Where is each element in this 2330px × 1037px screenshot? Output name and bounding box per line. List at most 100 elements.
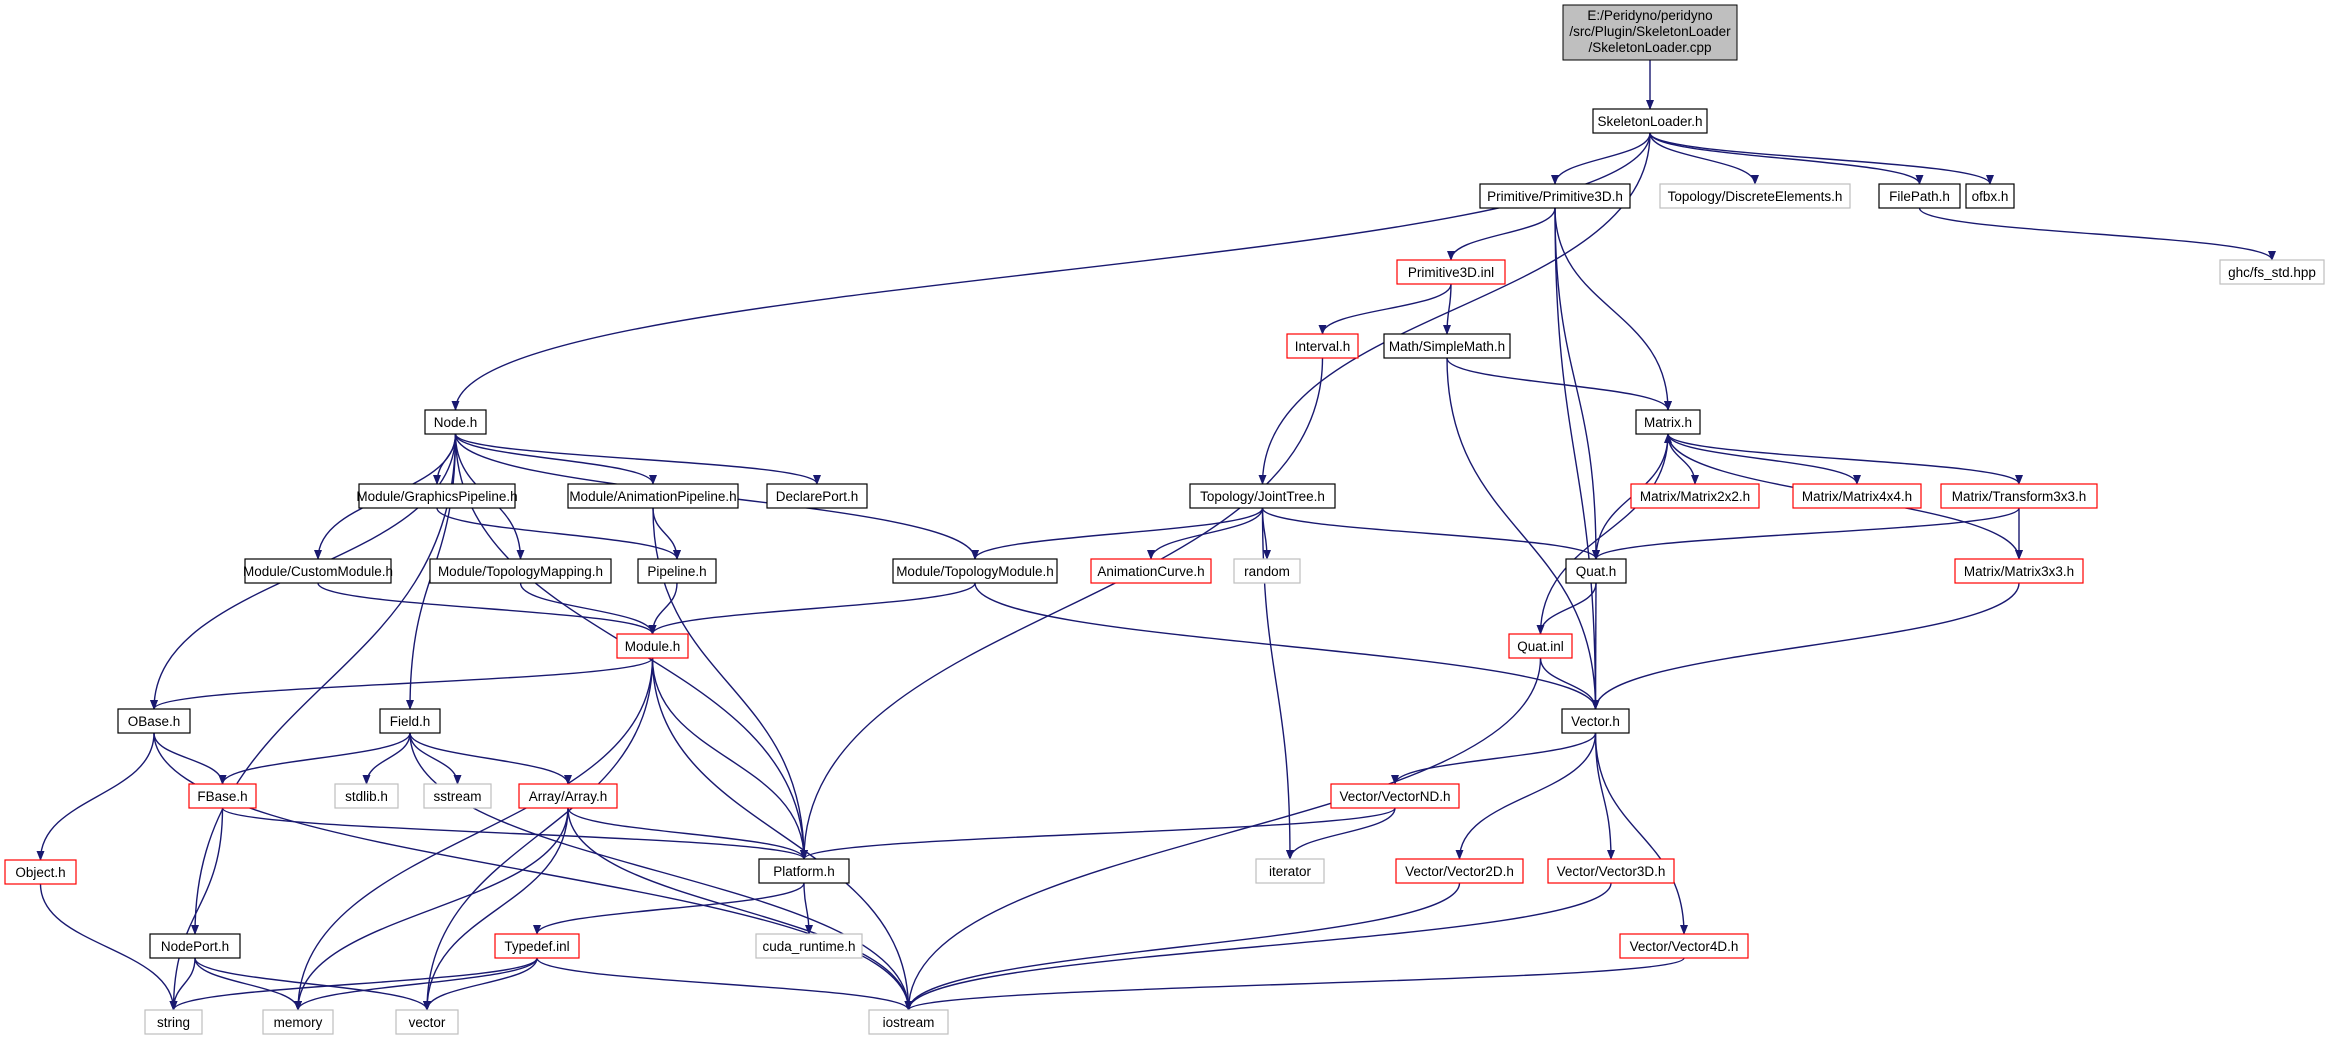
- node-topologymapping-h[interactable]: Module/TopologyMapping.h: [429, 558, 612, 584]
- edge-node-h-to-nodeport-h: [191, 433, 457, 935]
- node-matrix3x3-h-box[interactable]: [1954, 558, 2084, 584]
- node-nodeport-h-box[interactable]: [149, 933, 241, 959]
- edge-primitive3d-h-to-quat-h: [1554, 207, 1600, 560]
- node-vectornd-h[interactable]: Vector/VectorND.h: [1330, 783, 1460, 809]
- node-matrix-h-box[interactable]: [1635, 409, 1701, 435]
- node-matrix2x2-h-box[interactable]: [1630, 483, 1760, 509]
- node-obase-h-label: OBase.h: [128, 714, 181, 729]
- node-ofbx-h-box[interactable]: [1965, 183, 2015, 209]
- node-declareport-h[interactable]: DeclarePort.h: [766, 483, 868, 509]
- node-interval-h[interactable]: Interval.h: [1286, 333, 1359, 359]
- node-module-h[interactable]: Module.h: [616, 633, 689, 659]
- edge-custommodule-h-to-module-h: [317, 582, 657, 635]
- node-graphicspipeline-h-box[interactable]: [358, 483, 516, 509]
- node-vector4d-h-box[interactable]: [1619, 933, 1749, 959]
- node-quat-inl-label: Quat.inl: [1517, 639, 1564, 654]
- edge-nodeport-h-to-string: [169, 957, 196, 1011]
- edge-interval-h-to-platform-h: [800, 357, 1324, 860]
- node-primitive3d-inl-label: Primitive3D.inl: [1408, 265, 1494, 280]
- edge-quat-h-to-quat-inl: [1536, 582, 1597, 635]
- node-node-h-box[interactable]: [424, 409, 487, 435]
- node-ofbx-h[interactable]: ofbx.h: [1965, 183, 2015, 209]
- node-custommodule-h[interactable]: Module/CustomModule.h: [243, 558, 393, 584]
- node-root-label-line-2: /src/Plugin/SkeletonLoader: [1569, 24, 1731, 39]
- node-animationpipeline-h-label: Module/AnimationPipeline.h: [569, 489, 736, 504]
- node-declareport-h-box[interactable]: [766, 483, 868, 509]
- node-skeletonloader-h[interactable]: SkeletonLoader.h: [1592, 108, 1708, 134]
- node-filepath-h[interactable]: FilePath.h: [1878, 183, 1961, 209]
- node-field-h[interactable]: Field.h: [379, 708, 441, 734]
- node-node-h[interactable]: Node.h: [424, 409, 487, 435]
- node-vector4d-h[interactable]: Vector/Vector4D.h: [1619, 933, 1749, 959]
- node-stdlib-h-label: stdlib.h: [345, 789, 388, 804]
- node-stdlib-h: stdlib.h: [334, 783, 399, 809]
- node-platform-h[interactable]: Platform.h: [758, 858, 850, 884]
- node-vectornd-h-box[interactable]: [1330, 783, 1460, 809]
- node-pipeline-h[interactable]: Pipeline.h: [637, 558, 717, 584]
- node-primitive3d-inl-box[interactable]: [1396, 259, 1506, 285]
- node-vector3d-h[interactable]: Vector/Vector3D.h: [1547, 858, 1675, 884]
- node-matrix-h[interactable]: Matrix.h: [1635, 409, 1701, 435]
- node-primitive3d-h[interactable]: Primitive/Primitive3D.h: [1479, 183, 1631, 209]
- node-typedef-inl[interactable]: Typedef.inl: [494, 933, 580, 959]
- node-topologymodule-h-box[interactable]: [892, 558, 1058, 584]
- node-matrix2x2-h[interactable]: Matrix/Matrix2x2.h: [1630, 483, 1760, 509]
- node-simplemath-h[interactable]: Math/SimpleMath.h: [1383, 333, 1511, 359]
- node-jointtree-h-label: Topology/JointTree.h: [1200, 489, 1325, 504]
- node-matrix3x3-h[interactable]: Matrix/Matrix3x3.h: [1954, 558, 2084, 584]
- node-matrix4x4-h[interactable]: Matrix/Matrix4x4.h: [1792, 483, 1922, 509]
- node-pipeline-h-box[interactable]: [637, 558, 717, 584]
- edge-typedef-inl-to-string: [169, 957, 538, 1011]
- node-typedef-inl-box[interactable]: [494, 933, 580, 959]
- node-transform3x3-h-box[interactable]: [1940, 483, 2098, 509]
- node-vector-h-box[interactable]: [1561, 708, 1630, 734]
- node-topologymapping-h-box[interactable]: [429, 558, 612, 584]
- node-animationcurve-h-box[interactable]: [1090, 558, 1212, 584]
- node-animationpipeline-h[interactable]: Module/AnimationPipeline.h: [567, 483, 739, 509]
- node-object-h[interactable]: Object.h: [4, 859, 77, 885]
- edge-module-h-to-iostream: [651, 657, 913, 1011]
- node-quat-h-box[interactable]: [1565, 558, 1627, 584]
- node-vector2d-h-box[interactable]: [1395, 858, 1524, 884]
- node-interval-h-box[interactable]: [1286, 333, 1359, 359]
- node-fbase-h[interactable]: FBase.h: [188, 783, 257, 809]
- edge-vector4d-h-to-iostream: [904, 957, 1685, 1011]
- node-skeletonloader-h-box[interactable]: [1592, 108, 1708, 134]
- node-graphicspipeline-h[interactable]: Module/GraphicsPipeline.h: [356, 483, 518, 509]
- node-primitive3d-inl[interactable]: Primitive3D.inl: [1396, 259, 1506, 285]
- node-animationpipeline-h-box[interactable]: [567, 483, 739, 509]
- node-primitive3d-h-box[interactable]: [1479, 183, 1631, 209]
- node-vector3d-h-box[interactable]: [1547, 858, 1675, 884]
- node-array-h[interactable]: Array/Array.h: [518, 783, 618, 809]
- edge-primitive3d-inl-to-interval-h: [1318, 283, 1452, 335]
- node-quat-h[interactable]: Quat.h: [1565, 558, 1627, 584]
- node-filepath-h-box[interactable]: [1878, 183, 1961, 209]
- node-obase-h[interactable]: OBase.h: [117, 708, 191, 734]
- node-vector2d-h[interactable]: Vector/Vector2D.h: [1395, 858, 1524, 884]
- node-quat-inl-box[interactable]: [1508, 633, 1573, 659]
- node-fbase-h-box[interactable]: [188, 783, 257, 809]
- node-topologymodule-h[interactable]: Module/TopologyModule.h: [892, 558, 1058, 584]
- node-jointtree-h[interactable]: Topology/JointTree.h: [1189, 483, 1336, 509]
- node-array-h-box[interactable]: [518, 783, 618, 809]
- node-platform-h-box[interactable]: [758, 858, 850, 884]
- node-custommodule-h-box[interactable]: [244, 558, 392, 584]
- node-obase-h-box[interactable]: [117, 708, 191, 734]
- edge-transform3x3-h-to-quat-h: [1592, 507, 2020, 560]
- node-jointtree-h-box[interactable]: [1189, 483, 1336, 509]
- node-simplemath-h-box[interactable]: [1383, 333, 1511, 359]
- edge-vector3d-h-to-iostream: [904, 882, 1612, 1011]
- node-transform3x3-h[interactable]: Matrix/Transform3x3.h: [1940, 483, 2098, 509]
- node-topologymapping-h-label: Module/TopologyMapping.h: [438, 564, 603, 579]
- node-vector-h[interactable]: Vector.h: [1561, 708, 1630, 734]
- edge-skeletonloader-h-to-filepath-h: [1649, 132, 1924, 185]
- node-stdlib-h-box: [334, 783, 399, 809]
- node-matrix4x4-h-box[interactable]: [1792, 483, 1922, 509]
- node-animationcurve-h[interactable]: AnimationCurve.h: [1090, 558, 1212, 584]
- node-object-h-box[interactable]: [4, 859, 77, 885]
- node-module-h-box[interactable]: [616, 633, 689, 659]
- node-field-h-box[interactable]: [379, 708, 441, 734]
- node-discreteelements-h-box: [1659, 183, 1851, 209]
- node-nodeport-h[interactable]: NodePort.h: [149, 933, 241, 959]
- node-quat-inl[interactable]: Quat.inl: [1508, 633, 1573, 659]
